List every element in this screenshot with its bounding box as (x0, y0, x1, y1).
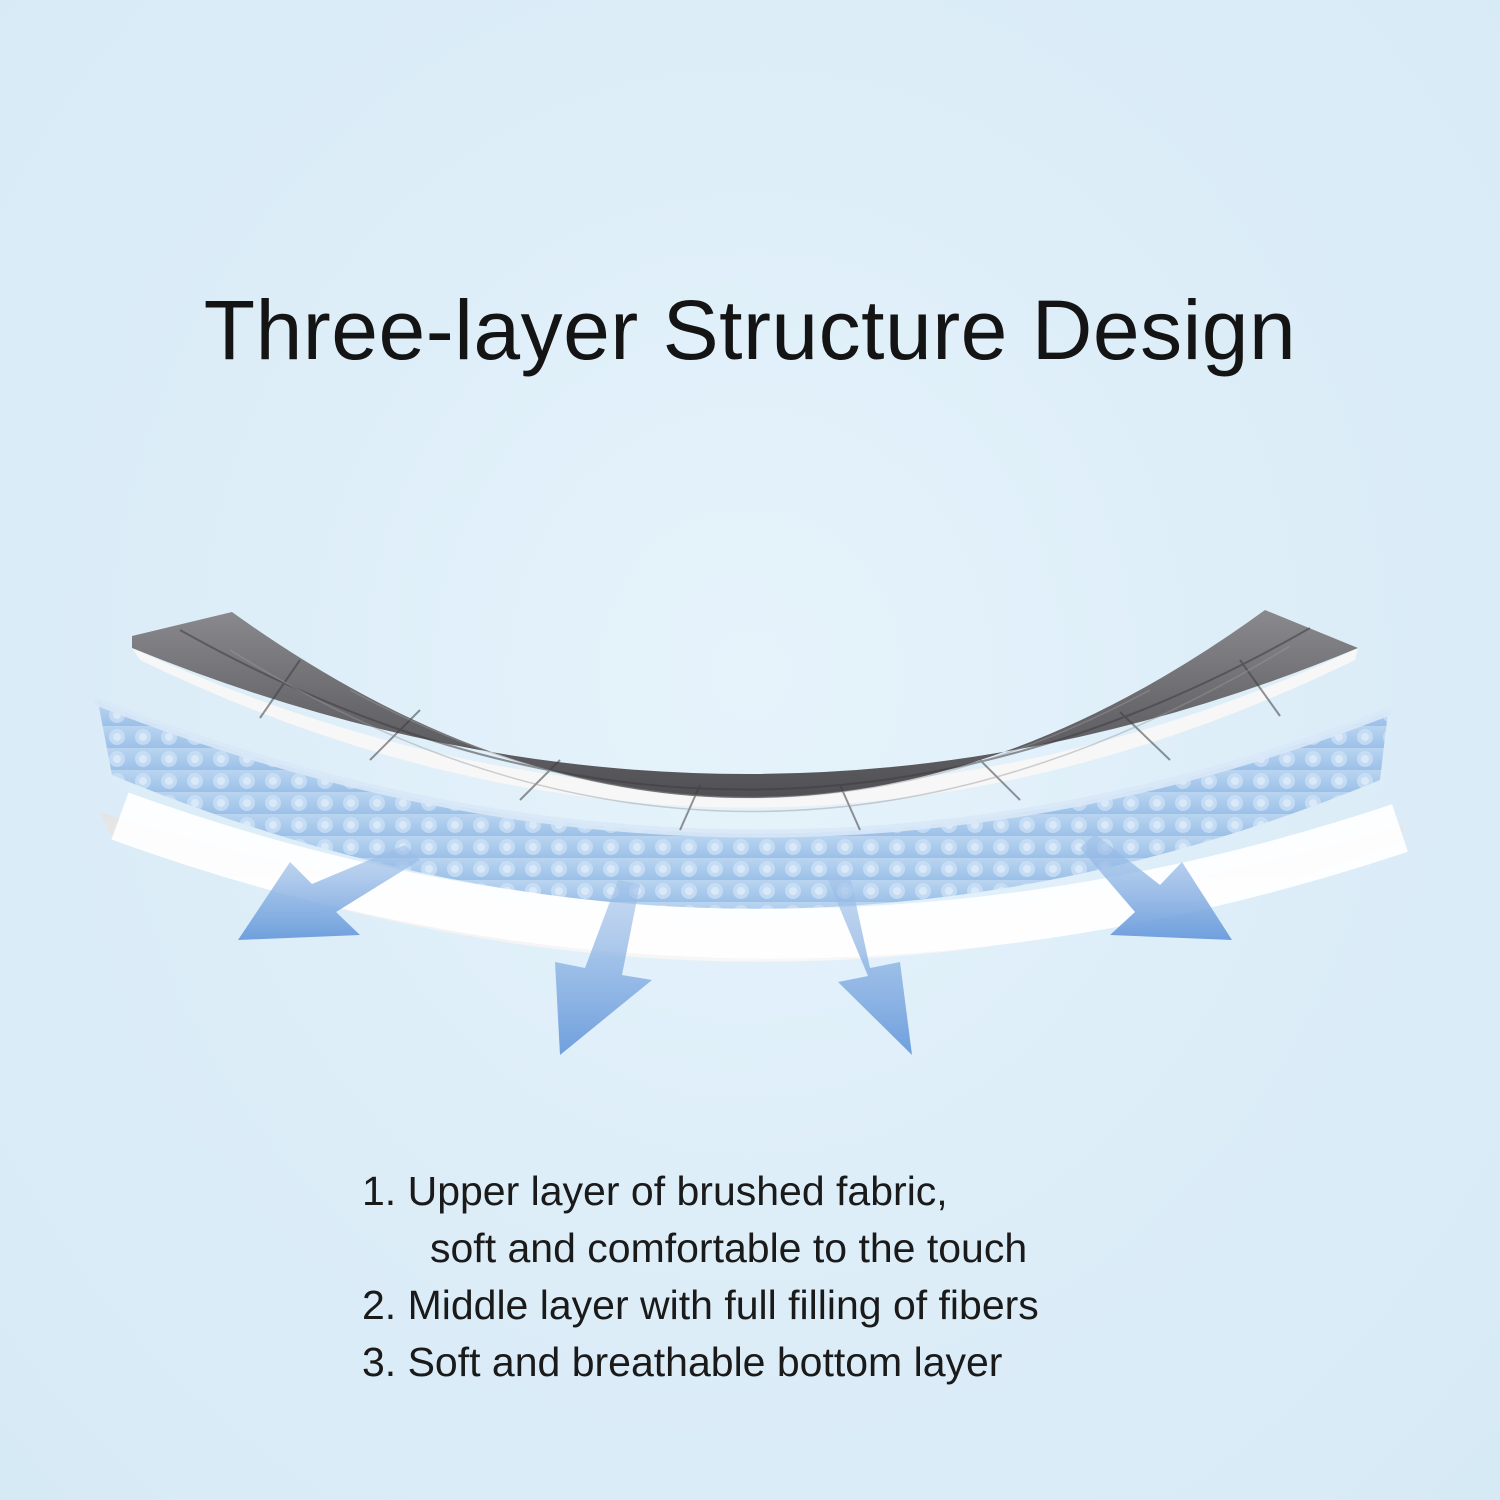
airflow-arrows (238, 834, 1232, 1055)
page-title: Three-layer Structure Design (203, 283, 1297, 377)
list-item: 3. Soft and breathable bottom layer (362, 1339, 1003, 1385)
three-layer-diagram (94, 610, 1408, 1055)
feature-list: 1. Upper layer of brushed fabric, soft a… (362, 1163, 1262, 1391)
list-item-continuation: soft and comfortable to the touch (430, 1225, 1028, 1271)
list-item: 2. Middle layer with full filling of fib… (362, 1282, 1039, 1328)
list-item: 1. Upper layer of brushed fabric, (362, 1168, 948, 1214)
top-layer (132, 610, 1358, 799)
arrow-left-icon (238, 845, 420, 940)
arrow-right-icon (1080, 834, 1232, 940)
arrow-center-left-icon (555, 880, 652, 1055)
arrow-center-right-icon (828, 876, 912, 1055)
middle-layer (98, 702, 1388, 909)
